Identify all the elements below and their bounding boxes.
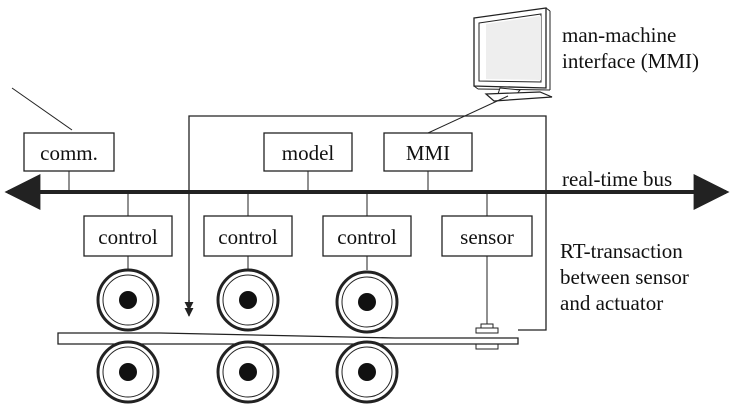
control-box-2 [203, 215, 293, 257]
comm-box [23, 132, 115, 172]
control-label-1: control [98, 225, 158, 249]
roller-icon [216, 340, 280, 404]
external-link-line [11, 87, 73, 131]
mmi-label: MMI [406, 141, 450, 165]
mmi-box [383, 132, 473, 172]
rt-caption-line3: and actuator [560, 291, 663, 315]
bus-label: real-time bus [562, 167, 672, 191]
sensor-probe [475, 323, 499, 350]
rt-caption-line2: between sensor [560, 265, 689, 289]
sensor-label: sensor [460, 225, 514, 249]
sensor-box [441, 215, 533, 257]
rt-caption-line1: RT-transaction [560, 239, 683, 263]
mmi-caption-line1: man-machine [562, 23, 676, 47]
roller-icon [335, 340, 399, 404]
mmi-caption-line2: interface (MMI) [562, 49, 699, 73]
roller-icon [96, 340, 160, 404]
roller-icon [96, 268, 160, 332]
rolling-strip [57, 332, 519, 345]
monitor-icon [473, 7, 553, 102]
control-label-3: control [337, 225, 397, 249]
roller-icon [216, 268, 280, 332]
model-label: model [282, 141, 335, 165]
control-box-1 [83, 215, 173, 257]
comm-label: comm. [40, 141, 98, 165]
mmi-to-monitor-line [427, 95, 509, 134]
control-label-2: control [218, 225, 278, 249]
roller-icon [335, 270, 399, 334]
